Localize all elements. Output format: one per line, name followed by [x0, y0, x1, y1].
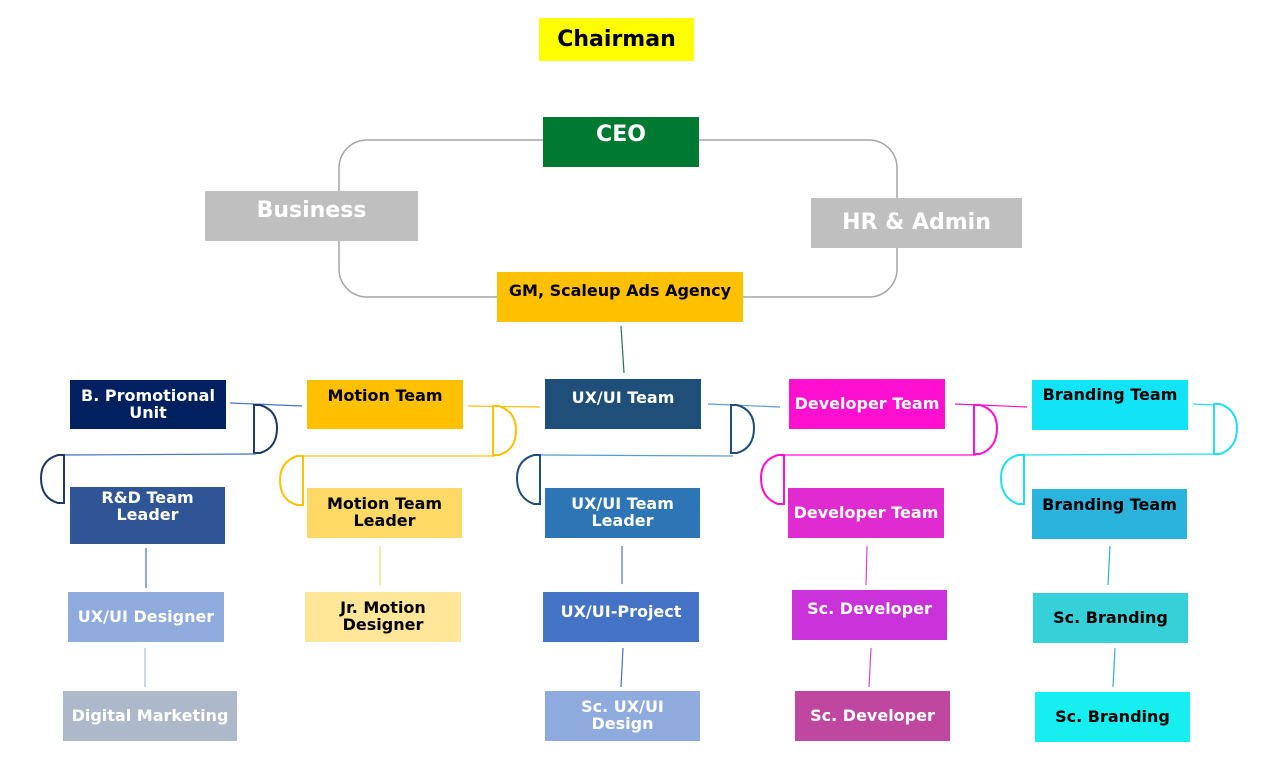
node-label: R&D Team Leader: [101, 488, 194, 524]
bracket-link-bpromo: [63, 453, 257, 456]
bracket-motion-leader: [278, 455, 304, 506]
node-label: Sc. Branding: [1055, 706, 1170, 726]
branding-team-node[interactable]: Branding Team: [1032, 380, 1188, 430]
ceo-label: CEO: [596, 122, 646, 147]
sc-developer-2-node[interactable]: Sc. Developer: [795, 691, 950, 741]
chairman-label: Chairman: [557, 26, 676, 52]
connector-motion-uxui: [467, 405, 541, 408]
connector-branding-tail: [1192, 403, 1216, 406]
hr-admin-node[interactable]: HR & Admin: [811, 198, 1022, 248]
business-label: Business: [256, 198, 367, 223]
node-label: Developer Team: [793, 502, 939, 522]
business-node[interactable]: Business: [205, 191, 418, 241]
node-label: Branding Team: [1042, 495, 1177, 514]
connector-bpromo-motion: [229, 402, 303, 407]
connector-scdev-scdev: [868, 647, 872, 688]
uxui-team-leader-node[interactable]: UX/UI Team Leader: [545, 488, 700, 538]
sc-branding-2-node[interactable]: Sc. Branding: [1035, 692, 1190, 742]
node-label: UX/UI Team: [571, 388, 675, 407]
node-label: Digital Marketing: [71, 705, 229, 725]
node-label: Sc. UX/UI Design: [581, 697, 664, 733]
node-label: Sc. Developer: [807, 599, 932, 618]
developer-team-node[interactable]: Developer Team: [789, 379, 945, 429]
branding-team-2-node[interactable]: Branding Team: [1032, 489, 1187, 539]
bracket-branding: [1213, 403, 1239, 455]
developer-team-2-node[interactable]: Developer Team: [788, 488, 944, 538]
node-label: Sc. Developer: [810, 705, 935, 725]
node-label: Motion Team: [327, 386, 443, 405]
node-label: Motion Team Leader: [326, 494, 443, 530]
connector-scbrand-scbrand: [1112, 647, 1116, 688]
connector-project-sc: [620, 647, 624, 688]
digital-marketing-node[interactable]: Digital Marketing: [63, 691, 237, 741]
bracket-link-uxui: [539, 454, 734, 457]
b-promotional-unit-node[interactable]: B. Promotional Unit: [70, 380, 226, 429]
bracket-rd: [39, 454, 65, 504]
node-label: Jr. Motion Designer: [340, 598, 426, 634]
sc-branding-node[interactable]: Sc. Branding: [1033, 593, 1188, 643]
uxui-designer-node[interactable]: UX/UI Designer: [68, 592, 224, 642]
jr-motion-designer-node[interactable]: Jr. Motion Designer: [305, 592, 461, 642]
node-label: UX/UI-Project: [560, 602, 682, 621]
sc-uxui-design-node[interactable]: Sc. UX/UI Design: [545, 691, 700, 741]
connector-uxui-developer: [707, 403, 781, 408]
ceo-node[interactable]: CEO: [543, 117, 699, 167]
node-label: Sc. Branding: [1053, 607, 1168, 627]
motion-team-node[interactable]: Motion Team: [307, 380, 463, 429]
bracket-uxui-leader: [515, 454, 541, 505]
connector-brandteam-scbrand: [1107, 545, 1111, 586]
gm-node[interactable]: GM, Scaleup Ads Agency: [497, 272, 743, 322]
node-label: Developer Team: [794, 393, 940, 413]
bracket-developer-leader: [759, 454, 785, 505]
rd-team-leader-node[interactable]: R&D Team Leader: [70, 487, 225, 544]
connector-devteam-scdev: [865, 545, 868, 586]
uxui-project-node[interactable]: UX/UI-Project: [543, 592, 699, 642]
bracket-bpromo: [253, 404, 279, 454]
gm-label: GM, Scaleup Ads Agency: [508, 281, 732, 300]
chairman-node[interactable]: Chairman: [539, 18, 694, 61]
node-label: B. Promotional Unit: [81, 385, 215, 422]
connector-developer-branding: [954, 403, 1028, 408]
sc-developer-node[interactable]: Sc. Developer: [792, 590, 947, 640]
bracket-uxui: [730, 404, 756, 454]
bracket-developer: [973, 404, 999, 455]
bracket-link-branding: [1023, 453, 1217, 456]
node-label: UX/UI Team Leader: [571, 494, 674, 530]
node-label: UX/UI Designer: [77, 606, 215, 626]
uxui-team-node[interactable]: UX/UI Team: [545, 379, 701, 429]
bracket-motion: [492, 405, 518, 456]
hr-admin-label: HR & Admin: [842, 210, 991, 236]
node-label: Branding Team: [1042, 385, 1178, 404]
motion-team-leader-node[interactable]: Motion Team Leader: [307, 488, 462, 538]
bracket-branding-leader: [999, 454, 1025, 505]
connector-gm-uxui: [620, 325, 625, 374]
